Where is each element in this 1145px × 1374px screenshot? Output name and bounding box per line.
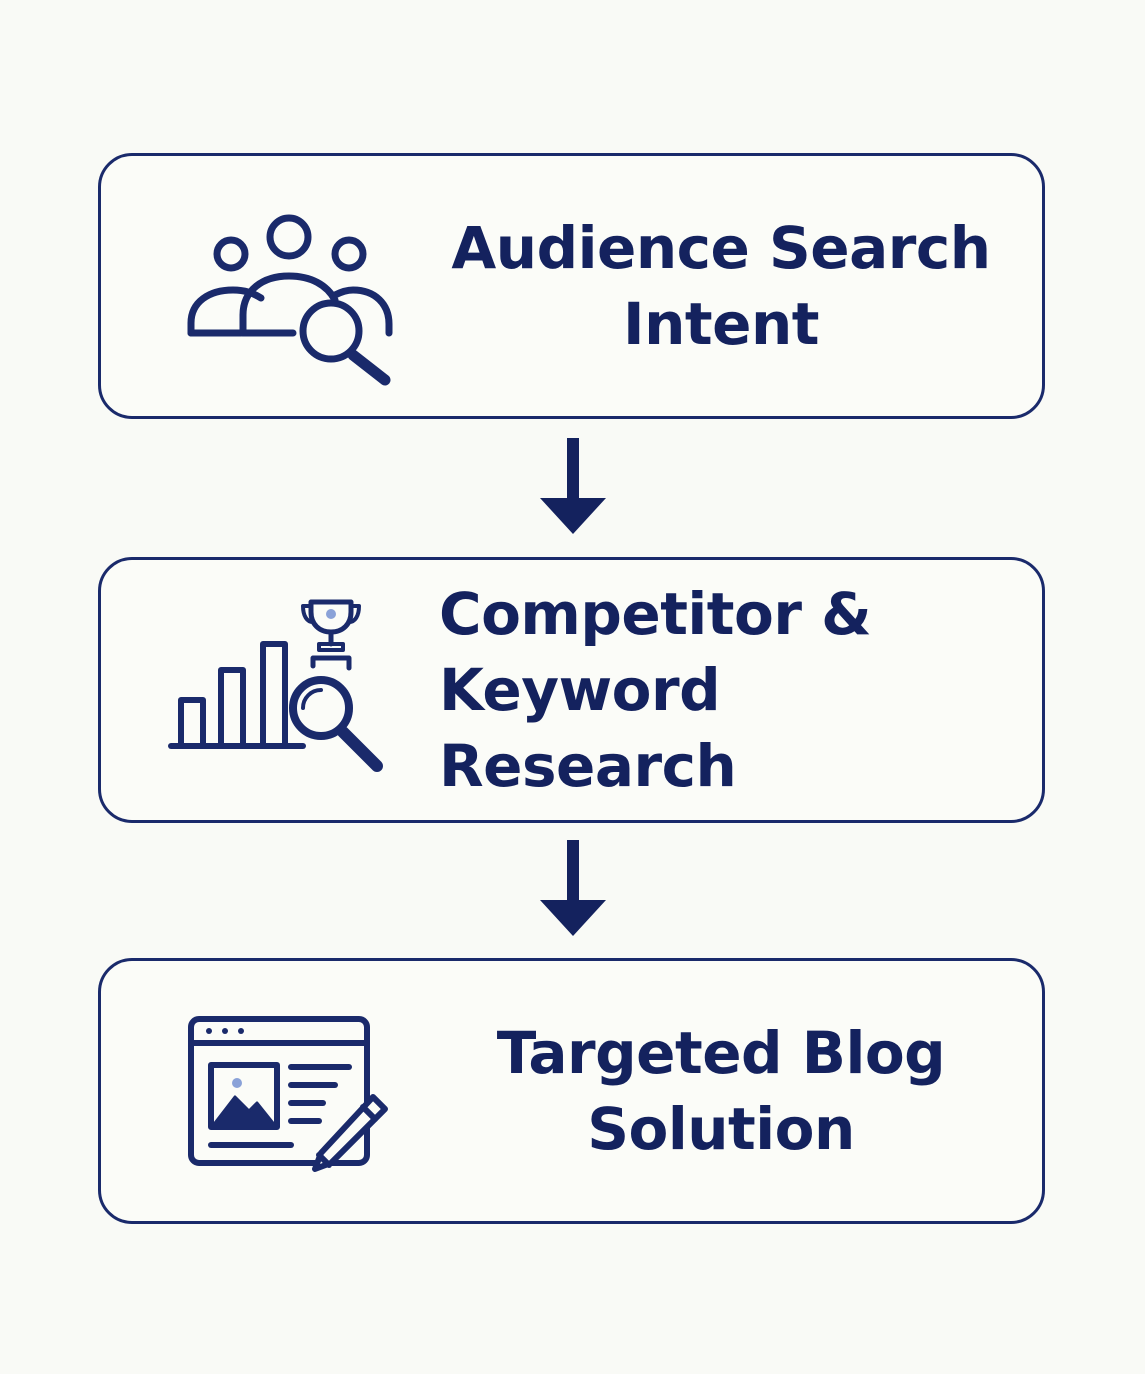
step-box-audience-search-intent: Audience Search Intent: [98, 153, 1045, 419]
step-label-line2: Keyword Research: [439, 656, 737, 800]
step-label: Targeted Blog Solution: [426, 961, 1016, 1221]
blog-editor-icon: [163, 995, 403, 1195]
step-label-line2: Intent: [623, 290, 819, 358]
step-label-line1: Audience Search: [451, 214, 991, 282]
step-label-line1: Competitor &: [439, 580, 872, 648]
down-arrow-icon: [538, 436, 608, 536]
step-label-line1: Targeted Blog: [496, 1019, 946, 1087]
step-label: Audience Search Intent: [426, 156, 1016, 416]
down-arrow-icon: [538, 838, 608, 938]
step-label: Competitor & Keyword Research: [439, 560, 1029, 820]
competitor-research-icon: [163, 594, 403, 794]
step-box-competitor-keyword-research: Competitor & Keyword Research: [98, 557, 1045, 823]
step-box-targeted-blog-solution: Targeted Blog Solution: [98, 958, 1045, 1224]
audience-search-icon: [163, 190, 403, 390]
step-label-line2: Solution: [587, 1095, 855, 1163]
